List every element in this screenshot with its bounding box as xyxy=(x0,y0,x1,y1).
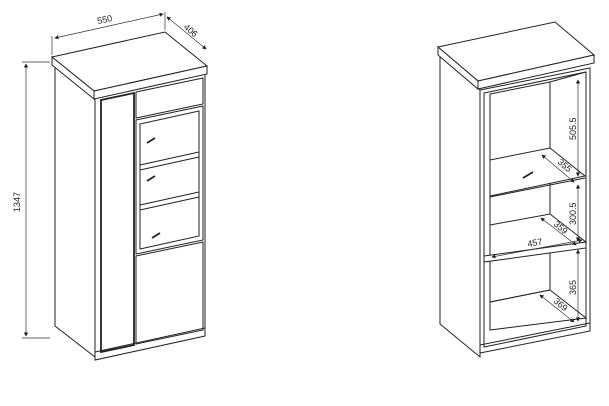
plinth xyxy=(94,327,206,361)
top-height-label: 505.5 xyxy=(568,117,578,140)
side-panel xyxy=(439,53,481,359)
right-cabinet: 505.5 355 300.5 359 457 365 369 xyxy=(436,21,596,359)
height-label: 1347 xyxy=(12,192,22,212)
width-dimension-line xyxy=(54,12,164,40)
top-slab-side xyxy=(437,45,479,91)
light-fixture xyxy=(522,171,534,179)
bottom-floor xyxy=(489,289,588,331)
drawer-front xyxy=(135,77,204,119)
inner-width-label: 457 xyxy=(527,237,544,249)
depth-dimension-line xyxy=(166,16,207,50)
side-panel xyxy=(54,63,96,359)
glass-door xyxy=(135,105,204,255)
left-cabinet: 550 406 1347 xyxy=(12,12,209,361)
bottom-height-label: 365 xyxy=(568,280,578,295)
tall-door xyxy=(100,91,135,354)
lower-door xyxy=(135,241,204,345)
depth-label: 406 xyxy=(182,22,200,39)
light-fixtures xyxy=(146,137,161,239)
width-label: 550 xyxy=(96,13,113,26)
middle-height-label: 300.5 xyxy=(568,202,578,225)
top-slab-side xyxy=(51,55,95,101)
